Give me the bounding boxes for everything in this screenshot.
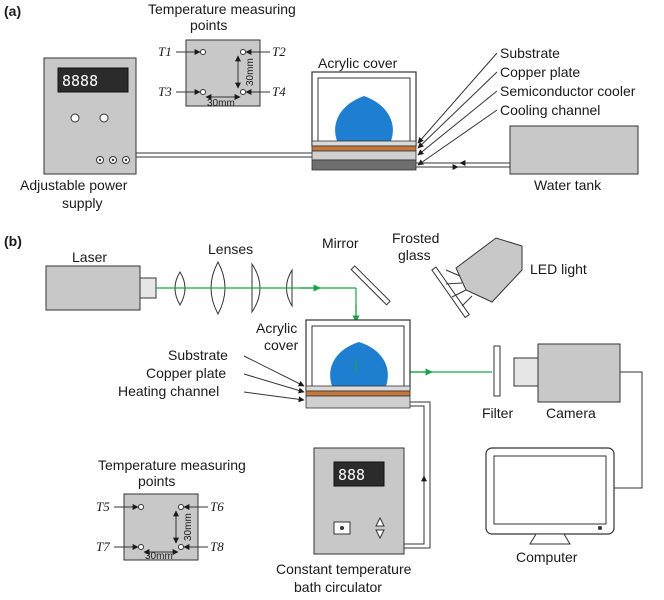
power-supply-label-2: supply — [62, 195, 102, 211]
acrylic-cover-label-a: Acrylic cover — [318, 55, 398, 71]
bath-display: 888 — [338, 466, 365, 484]
mirror-label: Mirror — [322, 235, 359, 251]
temp-points-plate-a: 30mm 30mm — [176, 39, 270, 109]
heating-channel-label: Heating channel — [118, 383, 219, 399]
power-supply-label-1: Adjustable power — [20, 177, 128, 193]
camera-label: Camera — [546, 405, 596, 421]
camera — [513, 343, 621, 403]
test-cell-a — [311, 71, 417, 171]
dim-h-b: 30mm — [145, 551, 173, 562]
laser — [45, 265, 157, 311]
temp-points-title-a-1: Temperature measuring — [148, 1, 296, 17]
power-supply: 8888 — [43, 57, 137, 175]
frosted-glass — [431, 266, 470, 319]
bath-label-1: Constant temperature — [276, 561, 412, 577]
dim-v-a: 30mm — [245, 58, 256, 86]
semiconductor-cooler-label: Semiconductor cooler — [500, 83, 636, 99]
droplet-b — [330, 342, 388, 386]
substrate-label-a: Substrate — [500, 45, 560, 61]
temp-points-title-b-2: points — [138, 473, 175, 489]
dim-h-a: 30mm — [207, 98, 235, 109]
dim-v-b: 30mm — [183, 513, 194, 541]
computer — [485, 447, 615, 545]
t3-label: T3 — [158, 84, 172, 99]
lenses-label: Lenses — [208, 241, 253, 257]
filter — [493, 345, 501, 397]
t2-label: T2 — [272, 44, 286, 59]
copper-plate-label-b: Copper plate — [146, 365, 226, 381]
t1-label: T1 — [158, 44, 172, 59]
copper-plate-label-a: Copper plate — [500, 64, 580, 80]
panel-b-label: (b) — [4, 233, 22, 249]
cooling-channel-label: Cooling channel — [500, 102, 600, 118]
test-cell-b — [305, 319, 411, 409]
power-supply-display: 8888 — [62, 72, 98, 90]
frosted-glass-label-1: Frosted — [392, 230, 439, 246]
temp-points-title-b-1: Temperature measuring — [98, 457, 246, 473]
mirror — [350, 265, 391, 306]
droplet-a — [335, 96, 393, 141]
temp-points-plate-b: 30mm 30mm — [114, 493, 208, 562]
laser-label: Laser — [72, 249, 107, 265]
t5-label: T5 — [96, 499, 110, 514]
t8-label: T8 — [210, 539, 224, 554]
led-light — [445, 237, 523, 307]
bath-circulator: 888 — [313, 447, 405, 555]
t7-label: T7 — [96, 539, 110, 554]
panel-a-label: (a) — [4, 3, 21, 19]
acrylic-cover-label-b-2: cover — [264, 337, 299, 353]
led-light-label: LED light — [530, 261, 587, 277]
substrate-label-b: Substrate — [168, 347, 228, 363]
computer-label: Computer — [516, 549, 578, 565]
t6-label: T6 — [210, 499, 224, 514]
bath-label-2: bath circulator — [294, 579, 382, 595]
t4-label: T4 — [272, 84, 286, 99]
frosted-glass-label-2: glass — [398, 247, 431, 263]
acrylic-cover-label-b-1: Acrylic — [256, 320, 297, 336]
water-tank — [509, 125, 639, 175]
water-tank-label: Water tank — [534, 177, 602, 193]
temp-points-title-a-2: points — [190, 17, 227, 33]
filter-label: Filter — [482, 405, 513, 421]
